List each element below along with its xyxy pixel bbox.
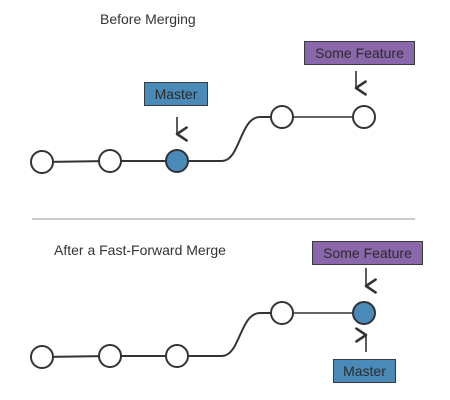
after-feature-label: Some Feature — [312, 241, 423, 265]
after-commit-3 — [165, 344, 189, 368]
before-feature-label: Some Feature — [304, 41, 415, 65]
before-main-branch-line — [41, 116, 282, 163]
after-commit-4 — [270, 301, 294, 325]
after-master-label: Master — [333, 359, 396, 383]
after-main-branch-line — [41, 312, 282, 358]
before-commit-2 — [98, 149, 122, 173]
after-commit-1 — [30, 345, 54, 369]
before-commit-3-master — [165, 149, 189, 173]
before-commit-5 — [352, 105, 376, 129]
before-section-title: Before Merging — [100, 11, 196, 27]
after-graph — [30, 268, 377, 369]
before-commit-1 — [30, 150, 54, 174]
before-master-label: Master — [144, 82, 208, 106]
before-commit-4 — [270, 105, 294, 129]
after-commit-2 — [98, 344, 122, 368]
after-section-title: After a Fast-Forward Merge — [54, 242, 226, 258]
before-graph — [30, 71, 376, 174]
after-commit-5-master-feature — [352, 301, 376, 325]
